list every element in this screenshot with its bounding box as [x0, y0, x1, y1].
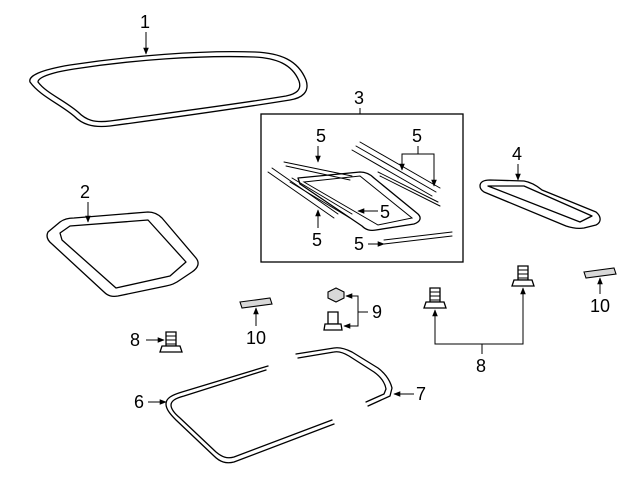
- callout-4: 4: [512, 144, 522, 164]
- part-8-bolt-left: [159, 331, 183, 353]
- part-2-glass-panel: [46, 211, 199, 298]
- callout-5-a: 5: [316, 126, 326, 146]
- callout-1: 1: [140, 12, 150, 32]
- part-10-clip-left: [239, 297, 273, 309]
- callout-7: 7: [416, 384, 426, 404]
- part-8-bolt-right: [511, 265, 535, 287]
- callout-5-c: 5: [380, 202, 390, 222]
- callout-9: 9: [372, 302, 382, 322]
- part-6-seal: [165, 365, 335, 464]
- part-1-roof-seal: [29, 50, 308, 128]
- callout-3: 3: [354, 88, 364, 108]
- callout-2: 2: [80, 182, 90, 202]
- callout-10-left: 10: [246, 328, 266, 348]
- callout-8-left: 8: [130, 330, 140, 350]
- callout-6: 6: [134, 392, 144, 412]
- part-9-fasteners: [323, 287, 345, 331]
- callout-10-right: 10: [590, 296, 610, 316]
- callout-5-e: 5: [354, 234, 364, 254]
- part-4-panel: [479, 179, 601, 230]
- part-10-clip-right: [583, 267, 617, 279]
- callout-5-b: 5: [412, 126, 422, 146]
- part-7-seal: [295, 347, 393, 407]
- part-8-bolt-center: [423, 287, 447, 309]
- callouts: 1 2 3 4 6 7 8 8 9 10 10: [80, 12, 610, 412]
- callout-8-bottom: 8: [476, 356, 486, 376]
- part-3-deflector-assembly: 5 5 5 5 5: [260, 113, 464, 263]
- callout-5-d: 5: [312, 230, 322, 250]
